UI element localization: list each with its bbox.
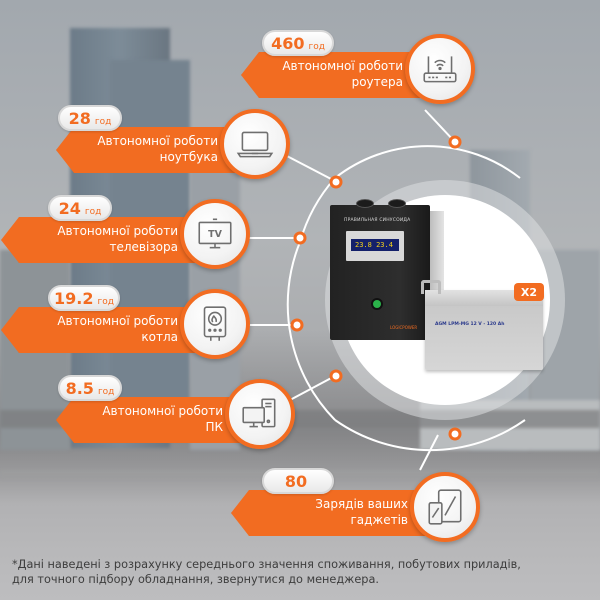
description-line1: Автономної роботи <box>282 59 403 73</box>
description-line1: Автономної роботи <box>102 404 223 418</box>
laptop-icon <box>220 109 290 179</box>
callout-pc: 8.5 год Автономної роботи ПК <box>50 375 295 449</box>
value-pill: 24 год <box>48 195 112 221</box>
value-pill: 8.5 год <box>58 375 122 401</box>
unit: год <box>84 207 102 217</box>
value: 19.2 <box>54 289 94 308</box>
power-button-icon <box>373 300 381 308</box>
value: 28 <box>68 109 91 128</box>
value-pill: 28 год <box>58 105 122 131</box>
inverter-title: ПРАВИЛЬНАЯ СИНУСОИДА <box>344 218 411 223</box>
callout-router: 460 год Автономної роботи роутера <box>241 30 475 104</box>
value-pill: 460 год <box>262 30 334 56</box>
value: 8.5 <box>65 379 94 398</box>
boiler-icon <box>180 289 250 359</box>
battery-label: AGM LPM-MG 12 V - 120 Ah <box>435 322 505 327</box>
callout-tv: 24 год Автономної роботи телевізора TV <box>0 195 250 269</box>
callout-boiler: 19.2 год Автономної роботи котла <box>0 285 250 359</box>
battery-lid <box>425 290 543 306</box>
description-line2: гаджетів <box>350 513 408 527</box>
unit: год <box>97 387 115 397</box>
inverter-display: 23.8 23.4 <box>346 231 404 261</box>
description-line1: Автономної роботи <box>97 134 218 148</box>
inverter-socket <box>388 199 406 208</box>
desktop-pc-icon <box>225 379 295 449</box>
phone-tablet-icon <box>410 472 480 542</box>
inverter-socket <box>356 199 374 208</box>
callout-gadgets: 80 Зарядів ваших гаджетів <box>231 468 480 542</box>
footnote-line2: для точного підбору обладнання, звернути… <box>12 573 379 586</box>
value-pill: 80 <box>262 468 334 494</box>
unit: год <box>94 117 112 127</box>
unit: год <box>97 297 114 307</box>
value: 80 <box>284 472 308 491</box>
inverter-image: ПРАВИЛЬНАЯ СИНУСОИДА 23.8 23.4 LOGICPOWE… <box>330 199 444 340</box>
description-line2: ноутбука <box>159 150 218 164</box>
battery-count-badge: X2 <box>514 283 544 301</box>
footnote: *Дані наведені з розрахунку середнього з… <box>12 557 592 587</box>
value: 24 <box>58 199 81 218</box>
description-line2: роутера <box>351 75 403 89</box>
svg-text:TV: TV <box>208 229 222 240</box>
callout-laptop: 28 год Автономної роботи ноутбука <box>50 105 290 179</box>
description-line1: Автономної роботи <box>57 314 178 328</box>
router-icon <box>405 34 475 104</box>
tv-icon: TV <box>180 199 250 269</box>
value: 460 <box>271 34 305 53</box>
description-line1: Зарядів ваших <box>315 497 408 511</box>
description-line2: котла <box>141 330 178 344</box>
inverter-screen: 23.8 23.4 <box>351 239 399 251</box>
battery-image: AGM LPM-MG 12 V - 120 Ah <box>421 280 543 370</box>
description-line2: телевізора <box>109 240 178 254</box>
description-line2: ПК <box>205 420 223 434</box>
battery-handle <box>421 280 441 294</box>
unit: год <box>308 42 325 52</box>
value-pill: 19.2 год <box>48 285 120 311</box>
footnote-line1: *Дані наведені з розрахунку середнього з… <box>12 558 521 571</box>
inverter-brand: LOGICPOWER <box>390 325 418 330</box>
description-line1: Автономної роботи <box>57 224 178 238</box>
